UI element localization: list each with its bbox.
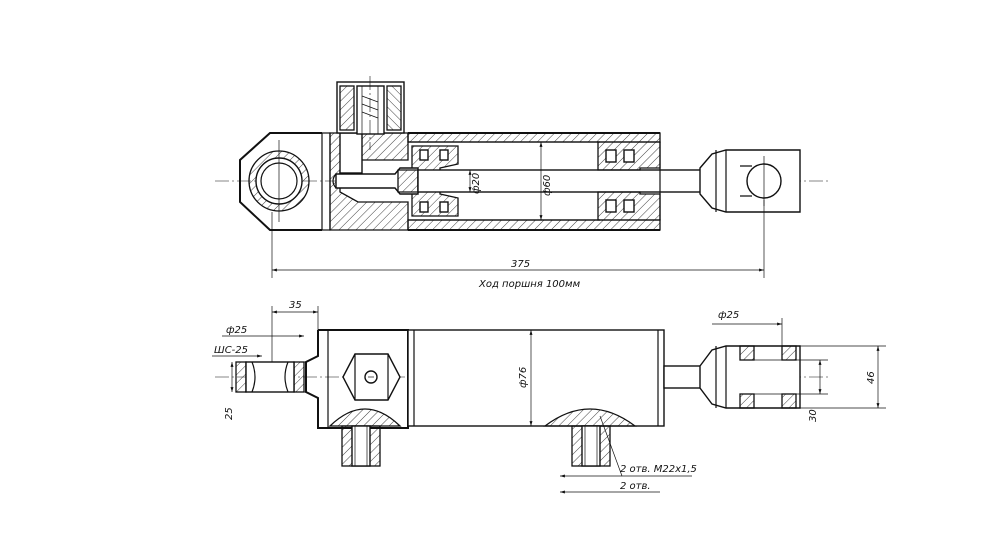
dim-overall-label: 375 xyxy=(511,259,530,270)
left-eye-side xyxy=(235,330,322,429)
tube-exterior xyxy=(407,329,665,427)
rod-left-end xyxy=(332,167,419,195)
bearing-label: ШС-25 xyxy=(214,345,248,356)
dim-35-label: 35 xyxy=(289,300,302,311)
dim-rod-label: ф20 xyxy=(471,173,482,194)
dim-f25-right-label: ф25 xyxy=(718,310,739,321)
dim-35: 35 xyxy=(271,300,319,362)
port-left xyxy=(328,408,402,467)
rod-gland xyxy=(597,141,661,221)
ports-label: 2 отв. М22х1,5 xyxy=(620,464,697,475)
dim-25-label: 25 xyxy=(224,407,235,420)
top-section-view: ф20 ф60 375 Ход поршня 100мм xyxy=(215,76,830,290)
dim-30: 30 xyxy=(796,359,828,422)
dim-bore-label: ф60 xyxy=(542,175,553,196)
dim-overall-length: 375 Ход поршня 100мм xyxy=(271,200,765,290)
end-cap xyxy=(321,132,409,231)
right-clevis-side xyxy=(699,345,801,409)
dim-f25-right: ф25 xyxy=(712,310,783,346)
rod-clevis xyxy=(699,149,801,213)
dim-rod-diameter: ф20 xyxy=(468,170,482,194)
dim-25: 25 xyxy=(224,362,235,420)
dim-f76-label: ф76 xyxy=(518,367,529,388)
dim-f25-left-label: ф25 xyxy=(226,325,247,336)
dim-46: 46 xyxy=(800,345,886,409)
dim-46-label: 46 xyxy=(866,371,877,384)
bottom-external-view: 35 ф25 ШС-25 25 ф76 ф25 xyxy=(212,300,886,494)
ports-callout: 2 отв. М22х1,5 2 отв. xyxy=(560,415,697,494)
dim-bore-diameter: ф60 xyxy=(539,142,553,220)
dim-f76: ф76 xyxy=(518,330,533,426)
dim-f25-left: ф25 ШС-25 xyxy=(212,325,304,358)
stroke-label: Ход поршня 100мм xyxy=(478,279,581,290)
port-right xyxy=(543,408,637,467)
holes-label: 2 отв. xyxy=(620,481,651,492)
left-eye-mount xyxy=(239,132,322,231)
valve-body xyxy=(336,76,405,150)
piston-rod xyxy=(417,169,719,193)
dim-30-label: 30 xyxy=(808,409,819,422)
